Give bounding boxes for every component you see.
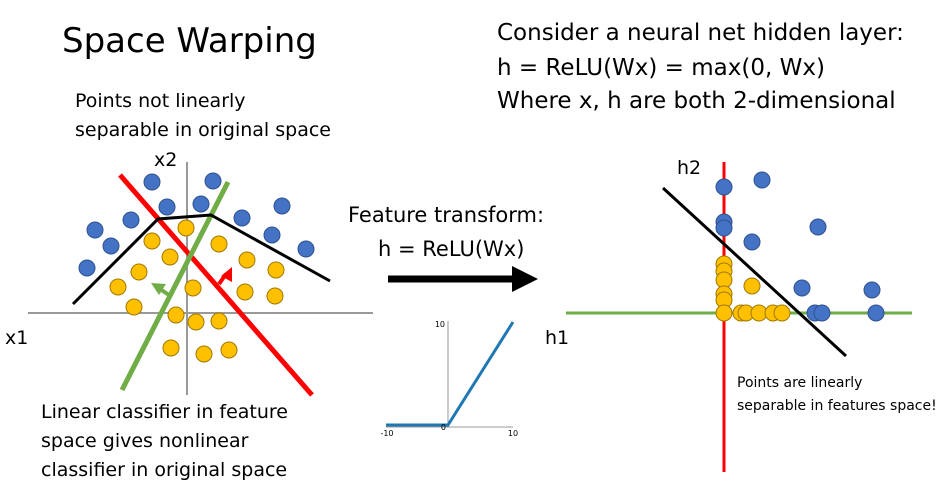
data-point [715,219,733,237]
relu-plot: 10 0 -10 10 [380,320,518,438]
data-point [753,171,771,189]
data-point [210,312,228,330]
data-point [130,263,148,281]
data-point [162,339,180,357]
note-bottom-line1: Linear classifier in feature [41,401,288,423]
feature-transform-formula: h = ReLU(Wx) [378,237,524,261]
data-point [297,240,315,258]
data-point [195,345,213,363]
separable-note-line1: Points are linearly [737,375,862,391]
data-point [109,278,127,296]
data-point [743,277,761,295]
relu-ytick-0: 0 [441,423,446,432]
data-point [715,304,733,322]
data-point [167,306,185,324]
data-point [793,279,811,297]
data-point [743,233,761,251]
data-point [161,248,179,266]
data-point [122,211,140,229]
feature-transform-label: Feature transform: [348,203,544,227]
nonlinear-boundary [71,213,331,306]
red-arrow-icon [217,267,232,286]
data-point [863,281,881,299]
green-classifier-line [119,180,231,392]
data-point [715,178,733,196]
note-top-line1: Points not linearly [75,90,246,112]
data-point [143,232,161,250]
relu-ytick-10: 10 [435,320,445,329]
data-point [78,259,96,277]
data-point [187,313,205,331]
data-point [273,197,291,215]
data-point [158,198,176,216]
note-bottom-line2: space gives nonlinear [41,430,249,452]
data-point [125,298,143,316]
data-point [143,173,161,191]
h2-label: h2 [677,157,701,179]
relu-xtick-neg10: -10 [380,429,393,438]
data-point [220,341,238,359]
header-line2: h = ReLU(Wx) = max(0, Wx) [497,55,825,81]
data-point [263,226,281,244]
data-point [238,251,256,269]
relu-curve [386,321,515,427]
data-point [192,195,210,213]
data-point [236,283,254,301]
data-point [102,237,120,255]
data-point [210,235,228,253]
data-point [267,261,285,279]
green-arrow-icon [151,283,174,299]
feature-space-boundary [661,186,848,358]
data-point [809,218,827,236]
separable-note-line2: separable in features space! [737,398,937,414]
data-point [86,221,104,239]
data-point [233,209,251,227]
data-point [266,287,284,305]
transform-arrow-icon [388,266,538,292]
red-classifier-line [118,173,314,397]
left-blue-points [78,172,315,277]
data-point [813,304,831,322]
data-point [184,279,202,297]
x1-label: x1 [5,327,28,349]
data-point [177,219,195,237]
h1-label: h1 [545,327,569,349]
header-line1: Consider a neural net hidden layer: [497,20,904,46]
left-yellow-points [109,219,285,363]
data-point [867,304,885,322]
data-point [204,172,222,190]
note-bottom-line3: classifier in original space [41,459,287,481]
x2-label: x2 [154,149,177,171]
note-top-line2: separable in original space [75,119,331,141]
data-point [773,304,791,322]
header-line3: Where x, h are both 2-dimensional [497,88,896,114]
right-blue-points [715,171,885,322]
relu-xtick-10: 10 [508,429,518,438]
slide-title: Space Warping [62,21,317,61]
right-yellow-points [715,255,791,322]
